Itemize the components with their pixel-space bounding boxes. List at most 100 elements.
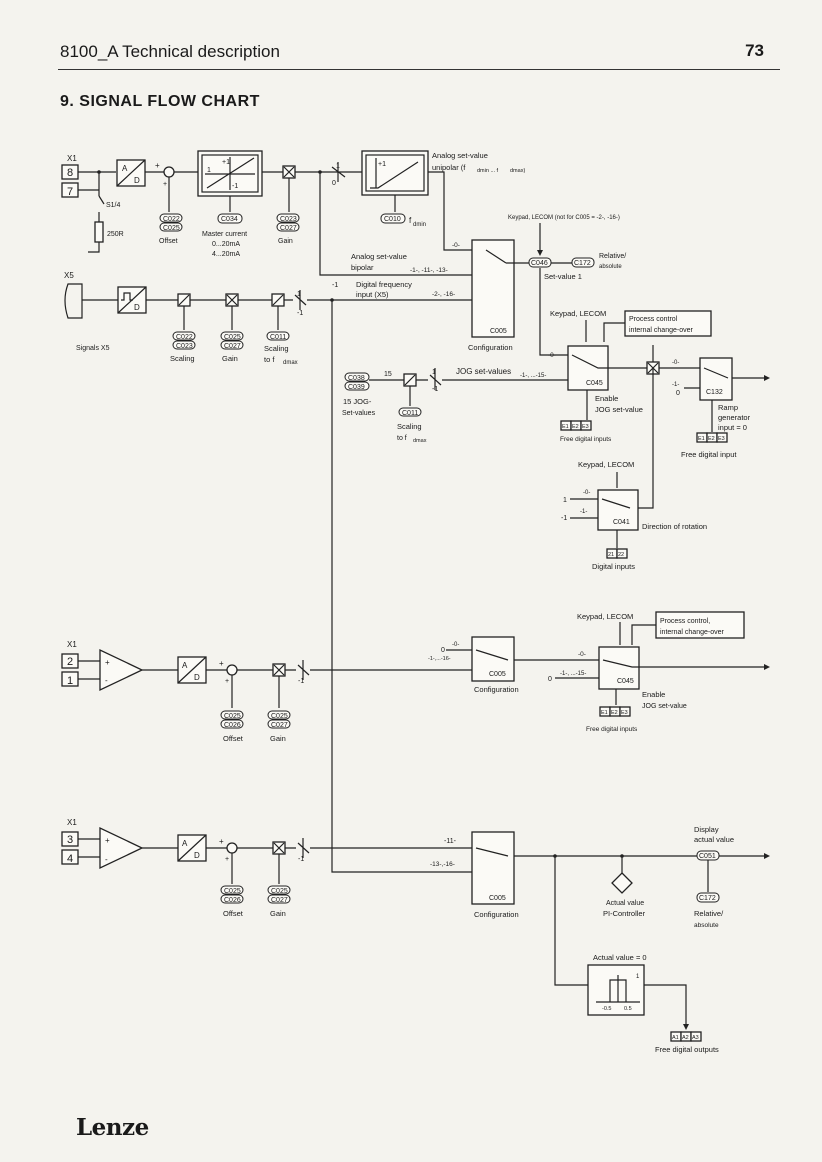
svg-text:C025: C025 <box>271 713 288 720</box>
svg-text:Configuration: Configuration <box>474 910 519 919</box>
svg-text:+: + <box>163 181 167 188</box>
svg-text:generator: generator <box>718 413 751 422</box>
svg-text:-0-: -0- <box>578 651 586 658</box>
config-mid-section: 0 -0- -1-,...-16- C005 Configuration <box>428 636 599 694</box>
svg-text:C023: C023 <box>280 216 297 223</box>
svg-text:Enable: Enable <box>595 394 618 403</box>
svg-text:absolute: absolute <box>694 922 719 929</box>
x5-gain-code-c025: C025 <box>220 331 244 341</box>
svg-text:-1: -1 <box>332 282 338 289</box>
master-current-label: Master current <box>202 231 247 238</box>
svg-text:to f: to f <box>397 435 407 442</box>
svg-text:C010: C010 <box>384 216 401 223</box>
svg-text:PI-Controller: PI-Controller <box>603 909 646 918</box>
svg-text:Direction of rotation: Direction of rotation <box>642 522 707 531</box>
keypad-lecom-note: Keypad, LECOM (not for C005 = -2-, -16-) <box>508 215 620 221</box>
svg-text:Actual value = 0: Actual value = 0 <box>593 953 647 962</box>
terminal-8-label: 8 <box>67 167 73 179</box>
setvalue1-label: Set-value 1 <box>544 272 582 281</box>
svg-text:to f: to f <box>264 355 275 364</box>
svg-text:+: + <box>225 856 229 863</box>
jog-section: C038 C039 15 JOG- Set-values 15 1 -1 C01… <box>342 367 568 444</box>
pc-top-inputs: E1 E2 E3 <box>560 420 592 431</box>
in3-gain-c025: C025 <box>267 885 291 895</box>
svg-text:C172: C172 <box>574 260 591 267</box>
jog-code-c011: C011 <box>398 407 422 417</box>
svg-text:1: 1 <box>336 163 340 170</box>
rotation-section: Keypad, LECOM 1 -0- -1- -1 C041 Directio… <box>561 368 707 571</box>
actual-value-section: Actual value PI-Controller Display actua… <box>603 825 770 929</box>
gain-label-1: Gain <box>278 238 293 245</box>
header-rule <box>58 69 780 70</box>
svg-text:C027: C027 <box>271 722 288 729</box>
svg-text:Gain: Gain <box>270 734 286 743</box>
svg-text:C005: C005 <box>489 671 506 678</box>
svg-text:C034: C034 <box>221 216 238 223</box>
svg-text:-0-: -0- <box>452 242 460 249</box>
in3-gain-c027: C027 <box>267 894 291 904</box>
svg-text:absolute: absolute <box>599 264 622 270</box>
in2-offset-c025: C025 <box>220 710 244 720</box>
config-c005-bot <box>471 831 515 905</box>
svg-text:Digital inputs: Digital inputs <box>592 562 635 571</box>
svg-text:E2: E2 <box>708 436 715 442</box>
svg-text:E2: E2 <box>572 424 579 430</box>
svg-text:D: D <box>134 176 140 185</box>
svg-text:C172: C172 <box>699 895 716 902</box>
svg-text:dmax): dmax) <box>510 168 525 174</box>
lenze-logo: Lenze <box>76 1114 149 1141</box>
svg-text:-: - <box>105 676 108 685</box>
c041-rotation-switch <box>597 489 639 531</box>
config-top-section: C005 Configuration -0- C046 C172 Relativ… <box>452 239 626 356</box>
svg-text:-: - <box>105 855 108 864</box>
svg-text:C022: C022 <box>176 334 193 341</box>
svg-text:1: 1 <box>67 675 73 687</box>
offset-summing-3 <box>226 842 238 854</box>
svg-text:D: D <box>134 303 140 312</box>
svg-text:3: 3 <box>67 834 73 846</box>
svg-text:-1-: -1- <box>580 509 587 515</box>
config-top-label: Configuration <box>468 343 513 352</box>
svg-text:C025: C025 <box>163 225 180 232</box>
svg-text:Scaling: Scaling <box>170 354 195 363</box>
svg-text:0.5: 0.5 <box>624 1006 632 1012</box>
svg-text:Display: Display <box>694 825 719 834</box>
svg-text:internal change-over: internal change-over <box>660 629 724 636</box>
svg-text:Relative/: Relative/ <box>599 253 626 260</box>
pc-top-box <box>624 310 712 337</box>
svg-text:Ramp: Ramp <box>718 403 738 412</box>
svg-text:C025: C025 <box>224 713 241 720</box>
section-title: 9. SIGNAL FLOW CHART <box>60 93 260 110</box>
svg-text:C005: C005 <box>489 895 506 902</box>
svg-text:A1: A1 <box>672 1035 679 1041</box>
pc-top-keypad: Keypad, LECOM <box>550 309 606 318</box>
offset-code-c025: C025 <box>159 222 183 232</box>
in2-gain-c025: C025 <box>267 710 291 720</box>
pc-top-free-inputs: Free digital inputs <box>560 436 612 443</box>
svg-text:C005: C005 <box>490 328 507 335</box>
offset-summing-2 <box>226 664 238 676</box>
jog-code-c039: C039 <box>344 381 370 391</box>
svg-text:+1: +1 <box>222 159 230 166</box>
svg-text:Scaling: Scaling <box>397 422 422 431</box>
svg-text:+: + <box>155 161 160 170</box>
gain-code-c027: C027 <box>276 222 300 232</box>
pi-controller-diamond <box>611 872 633 894</box>
svg-text:+: + <box>225 678 229 685</box>
svg-text:Process control: Process control <box>629 316 678 323</box>
switch-label: S1/4 <box>106 202 121 209</box>
svg-text:0: 0 <box>441 647 445 654</box>
ramp-inputs: E1 E2 E3 <box>696 432 728 443</box>
svg-text:C026: C026 <box>224 722 241 729</box>
jog-label-1: 15 JOG- <box>343 397 372 406</box>
svg-text:Free digital input: Free digital input <box>681 450 737 459</box>
svg-text:15: 15 <box>384 371 392 378</box>
svg-text:-1-, ...-15-: -1-, ...-15- <box>520 373 546 379</box>
svg-text:C132: C132 <box>706 389 723 396</box>
svg-text:-0-: -0- <box>452 642 459 648</box>
svg-text:+1: +1 <box>378 161 386 168</box>
svg-text:A: A <box>182 661 188 670</box>
config-c005-top <box>471 239 515 338</box>
ramp-section: -0- -1- 0 C132 Ramp generator input = 0 … <box>672 357 770 459</box>
master-range-2: 4...20mA <box>212 251 240 258</box>
